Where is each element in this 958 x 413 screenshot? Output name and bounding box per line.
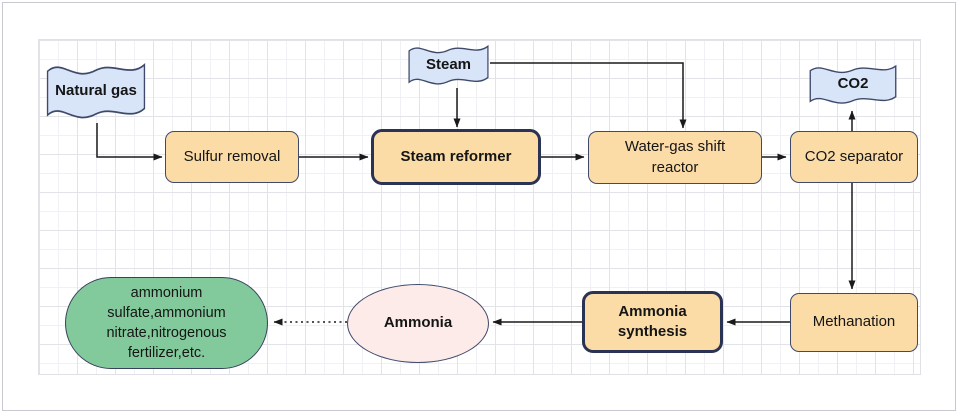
node-sulfur-removal: Sulfur removal — [165, 131, 299, 183]
node-label: CO2 — [837, 75, 869, 93]
node-natural-gas: Natural gas — [45, 56, 147, 126]
node-ammonia: Ammonia — [347, 284, 489, 363]
node-co2: CO2 — [808, 60, 898, 109]
node-co2-separator: CO2 separator — [790, 131, 918, 183]
wave-shape — [408, 44, 489, 85]
node-label: ammonium sulfate,ammonium nitrate,nitrog… — [106, 285, 227, 361]
node-label: Sulfur removal — [183, 147, 281, 165]
node-label: Steam — [425, 55, 472, 73]
arrow-steam-to-water-gas-shift — [490, 62, 687, 129]
node-methanation: Methanation — [790, 293, 918, 352]
wave-shape — [46, 63, 146, 119]
node-water-gas-shift-reactor: Water-gas shift reactor — [588, 131, 762, 184]
node-label: Ammonia — [383, 314, 453, 332]
node-label: Natural gas — [55, 81, 137, 99]
node-label: Water-gas shift reactor — [624, 138, 726, 176]
node-ammonia-synthesis: Ammonia synthesis — [582, 291, 723, 353]
node-label: Steam reformer — [400, 147, 512, 165]
wave-shape — [809, 64, 897, 104]
node-products: ammonium sulfate,ammonium nitrate,nitrog… — [65, 277, 268, 369]
node-label: Ammonia synthesis — [617, 302, 688, 340]
node-steam-reformer: Steam reformer — [371, 129, 541, 185]
node-label: CO2 separator — [804, 147, 904, 165]
node-steam: Steam — [407, 40, 490, 90]
arrow-natural-gas-to-sulfur-removal — [96, 123, 163, 161]
node-label: Methanation — [812, 313, 896, 331]
